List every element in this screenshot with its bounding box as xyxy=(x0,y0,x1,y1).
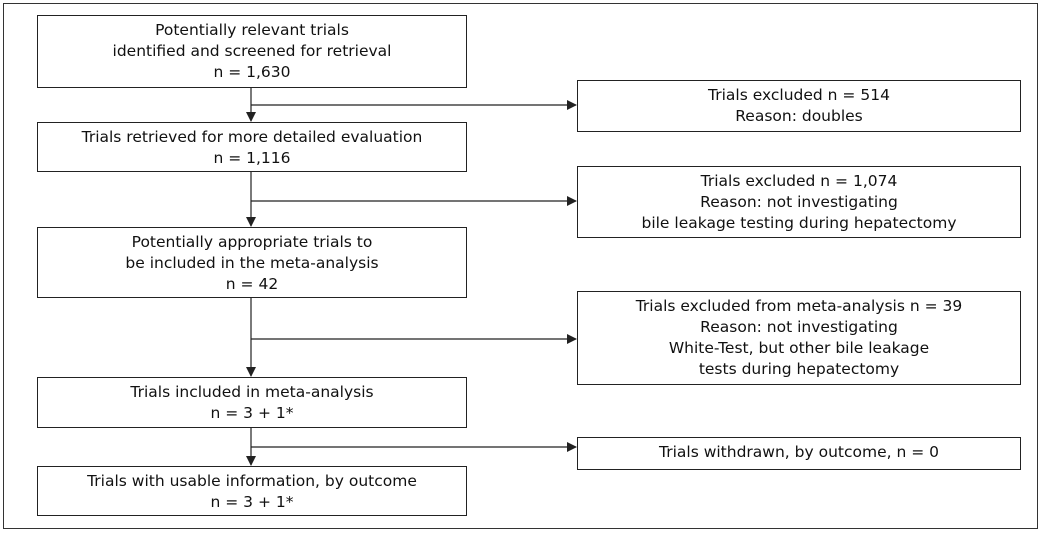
box-appropriate: Potentially appropriate trials to be inc… xyxy=(37,227,467,298)
box-excluded-meta-analysis: Trials excluded from meta-analysis n = 3… xyxy=(577,291,1021,385)
box-retrieved: Trials retrieved for more detailed evalu… xyxy=(37,122,467,172)
box-identified: Potentially relevant trials identified a… xyxy=(37,15,467,88)
box-withdrawn: Trials withdrawn, by outcome, n = 0 xyxy=(577,437,1021,470)
box-excluded-doubles: Trials excluded n = 514 Reason: doubles xyxy=(577,80,1021,132)
box-excluded-not-investigating: Trials excluded n = 1,074 Reason: not in… xyxy=(577,166,1021,238)
box-included: Trials included in meta-analysis n = 3 +… xyxy=(37,377,467,428)
diagram-frame xyxy=(3,3,1038,529)
box-usable: Trials with usable information, by outco… xyxy=(37,466,467,516)
